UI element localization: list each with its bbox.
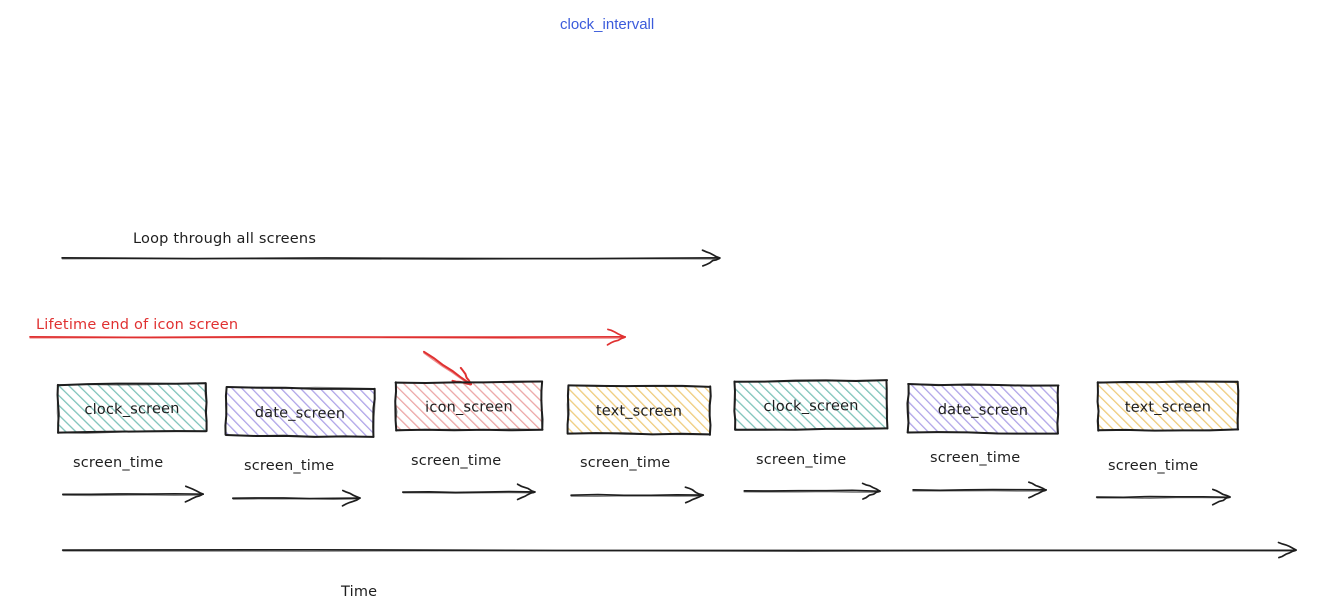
box-border-2 xyxy=(907,383,1059,387)
box-fill xyxy=(567,385,711,435)
time-axis: Time xyxy=(61,541,1297,600)
screen-time-arrow xyxy=(1095,488,1231,506)
screen-time-arrow xyxy=(743,482,881,500)
box-fill xyxy=(907,384,1059,434)
screen-box-label: icon_screen xyxy=(425,399,513,416)
box-fill xyxy=(225,386,375,438)
screen-box-label: text_screen xyxy=(1125,399,1211,415)
box-border-2 xyxy=(1097,429,1239,432)
screen-time-5: screen_time xyxy=(912,450,1048,499)
box-border-2 xyxy=(226,386,376,390)
box-border-2 xyxy=(57,430,208,435)
screen-box-icon-screen-2[interactable]: icon_screen xyxy=(394,380,544,432)
box-border-2 xyxy=(224,386,228,436)
box-border-2 xyxy=(566,432,711,436)
box-border-2 xyxy=(225,434,375,438)
screen-time-label: screen_time xyxy=(1108,458,1198,474)
screen-box-clock-screen-4[interactable]: clock_screen xyxy=(733,379,889,431)
screen-time-label: screen_time xyxy=(411,453,501,469)
screen-box-label: clock_screen xyxy=(763,398,858,415)
box-border-2 xyxy=(1236,381,1240,431)
diagram-title: clock_intervall xyxy=(560,16,655,33)
box-border-2 xyxy=(394,380,543,384)
screen-box-text-screen-3[interactable]: text_screen xyxy=(566,384,712,436)
screen-time-6: screen_time xyxy=(1095,458,1231,506)
screen-time-label: screen_time xyxy=(73,455,163,471)
screen-time-3: screen_time xyxy=(570,455,705,504)
screen-time-arrow xyxy=(912,481,1048,499)
screen-time-4: screen_time xyxy=(743,452,881,500)
screen-time-arrow xyxy=(401,483,536,501)
screen-time-1: screen_time xyxy=(231,458,361,507)
box-border-2 xyxy=(566,384,570,434)
screen-box-date-screen-1[interactable]: date_screen xyxy=(224,385,376,438)
box-fill xyxy=(57,383,207,433)
screen-box-label: date_screen xyxy=(255,405,346,422)
box-border-2 xyxy=(372,388,376,438)
box-border-2 xyxy=(540,380,543,431)
box-border-2 xyxy=(1056,384,1059,435)
box-border-2 xyxy=(733,379,888,383)
box-border-2 xyxy=(1097,380,1239,384)
icon-screen-pointer xyxy=(423,350,473,386)
screen-box-label: clock_screen xyxy=(84,401,179,418)
screen-time-arrows: screen_time screen_time screen_time screen_… xyxy=(61,450,1231,507)
box-border-2 xyxy=(734,427,888,431)
box-fill xyxy=(395,381,543,431)
box-fill xyxy=(734,380,888,430)
lifetime-end-of-icon-screen-arrow xyxy=(29,328,627,346)
box-fill xyxy=(1097,381,1239,431)
screen-box-date-screen-5[interactable]: date_screen xyxy=(906,383,1060,435)
loop-through-all-screens-label: Loop through all screens xyxy=(133,231,316,247)
box-border-2 xyxy=(907,431,1059,435)
screen-time-label: screen_time xyxy=(930,450,1020,466)
box-border-2 xyxy=(568,384,712,388)
box-border-2 xyxy=(394,382,398,431)
screen-box-clock-screen-0[interactable]: clock_screen xyxy=(56,382,208,435)
box-border-2 xyxy=(56,384,60,434)
loop-through-all-screens-arrow xyxy=(61,249,721,267)
box-border-2 xyxy=(733,381,736,431)
time-axis-arrow xyxy=(61,541,1297,559)
time-axis-label: Time xyxy=(340,584,377,600)
loop-through-all-screens: Loop through all screens xyxy=(61,231,721,267)
screen-boxes: clock_screen date_screen icon_screen text_s… xyxy=(56,379,1240,438)
lifetime-end-of-icon-screen-label: Lifetime end of icon screen xyxy=(36,317,238,333)
icon-screen-pointer-arrow xyxy=(423,350,473,386)
screen-time-arrow xyxy=(231,489,361,507)
screen-box-text-screen-6[interactable]: text_screen xyxy=(1096,380,1240,432)
screen-time-0: screen_time xyxy=(61,455,205,503)
box-border-2 xyxy=(57,382,207,386)
box-border-2 xyxy=(907,383,910,433)
screen-box-label: text_screen xyxy=(596,403,682,420)
screen-time-label: screen_time xyxy=(244,458,334,474)
screen-time-2: screen_time xyxy=(401,453,536,501)
lifetime-end-of-icon-screen: Lifetime end of icon screen xyxy=(29,317,627,346)
screen-box-label: date_screen xyxy=(938,402,1029,419)
box-border-2 xyxy=(708,386,711,435)
box-border-2 xyxy=(204,382,208,432)
box-border-2 xyxy=(885,379,889,430)
box-border-2 xyxy=(1096,382,1100,431)
screen-time-arrow xyxy=(570,486,705,504)
screen-time-label: screen_time xyxy=(580,455,670,471)
screen-time-label: screen_time xyxy=(756,452,846,468)
screen-time-arrow xyxy=(61,485,205,503)
box-border-2 xyxy=(395,428,544,432)
